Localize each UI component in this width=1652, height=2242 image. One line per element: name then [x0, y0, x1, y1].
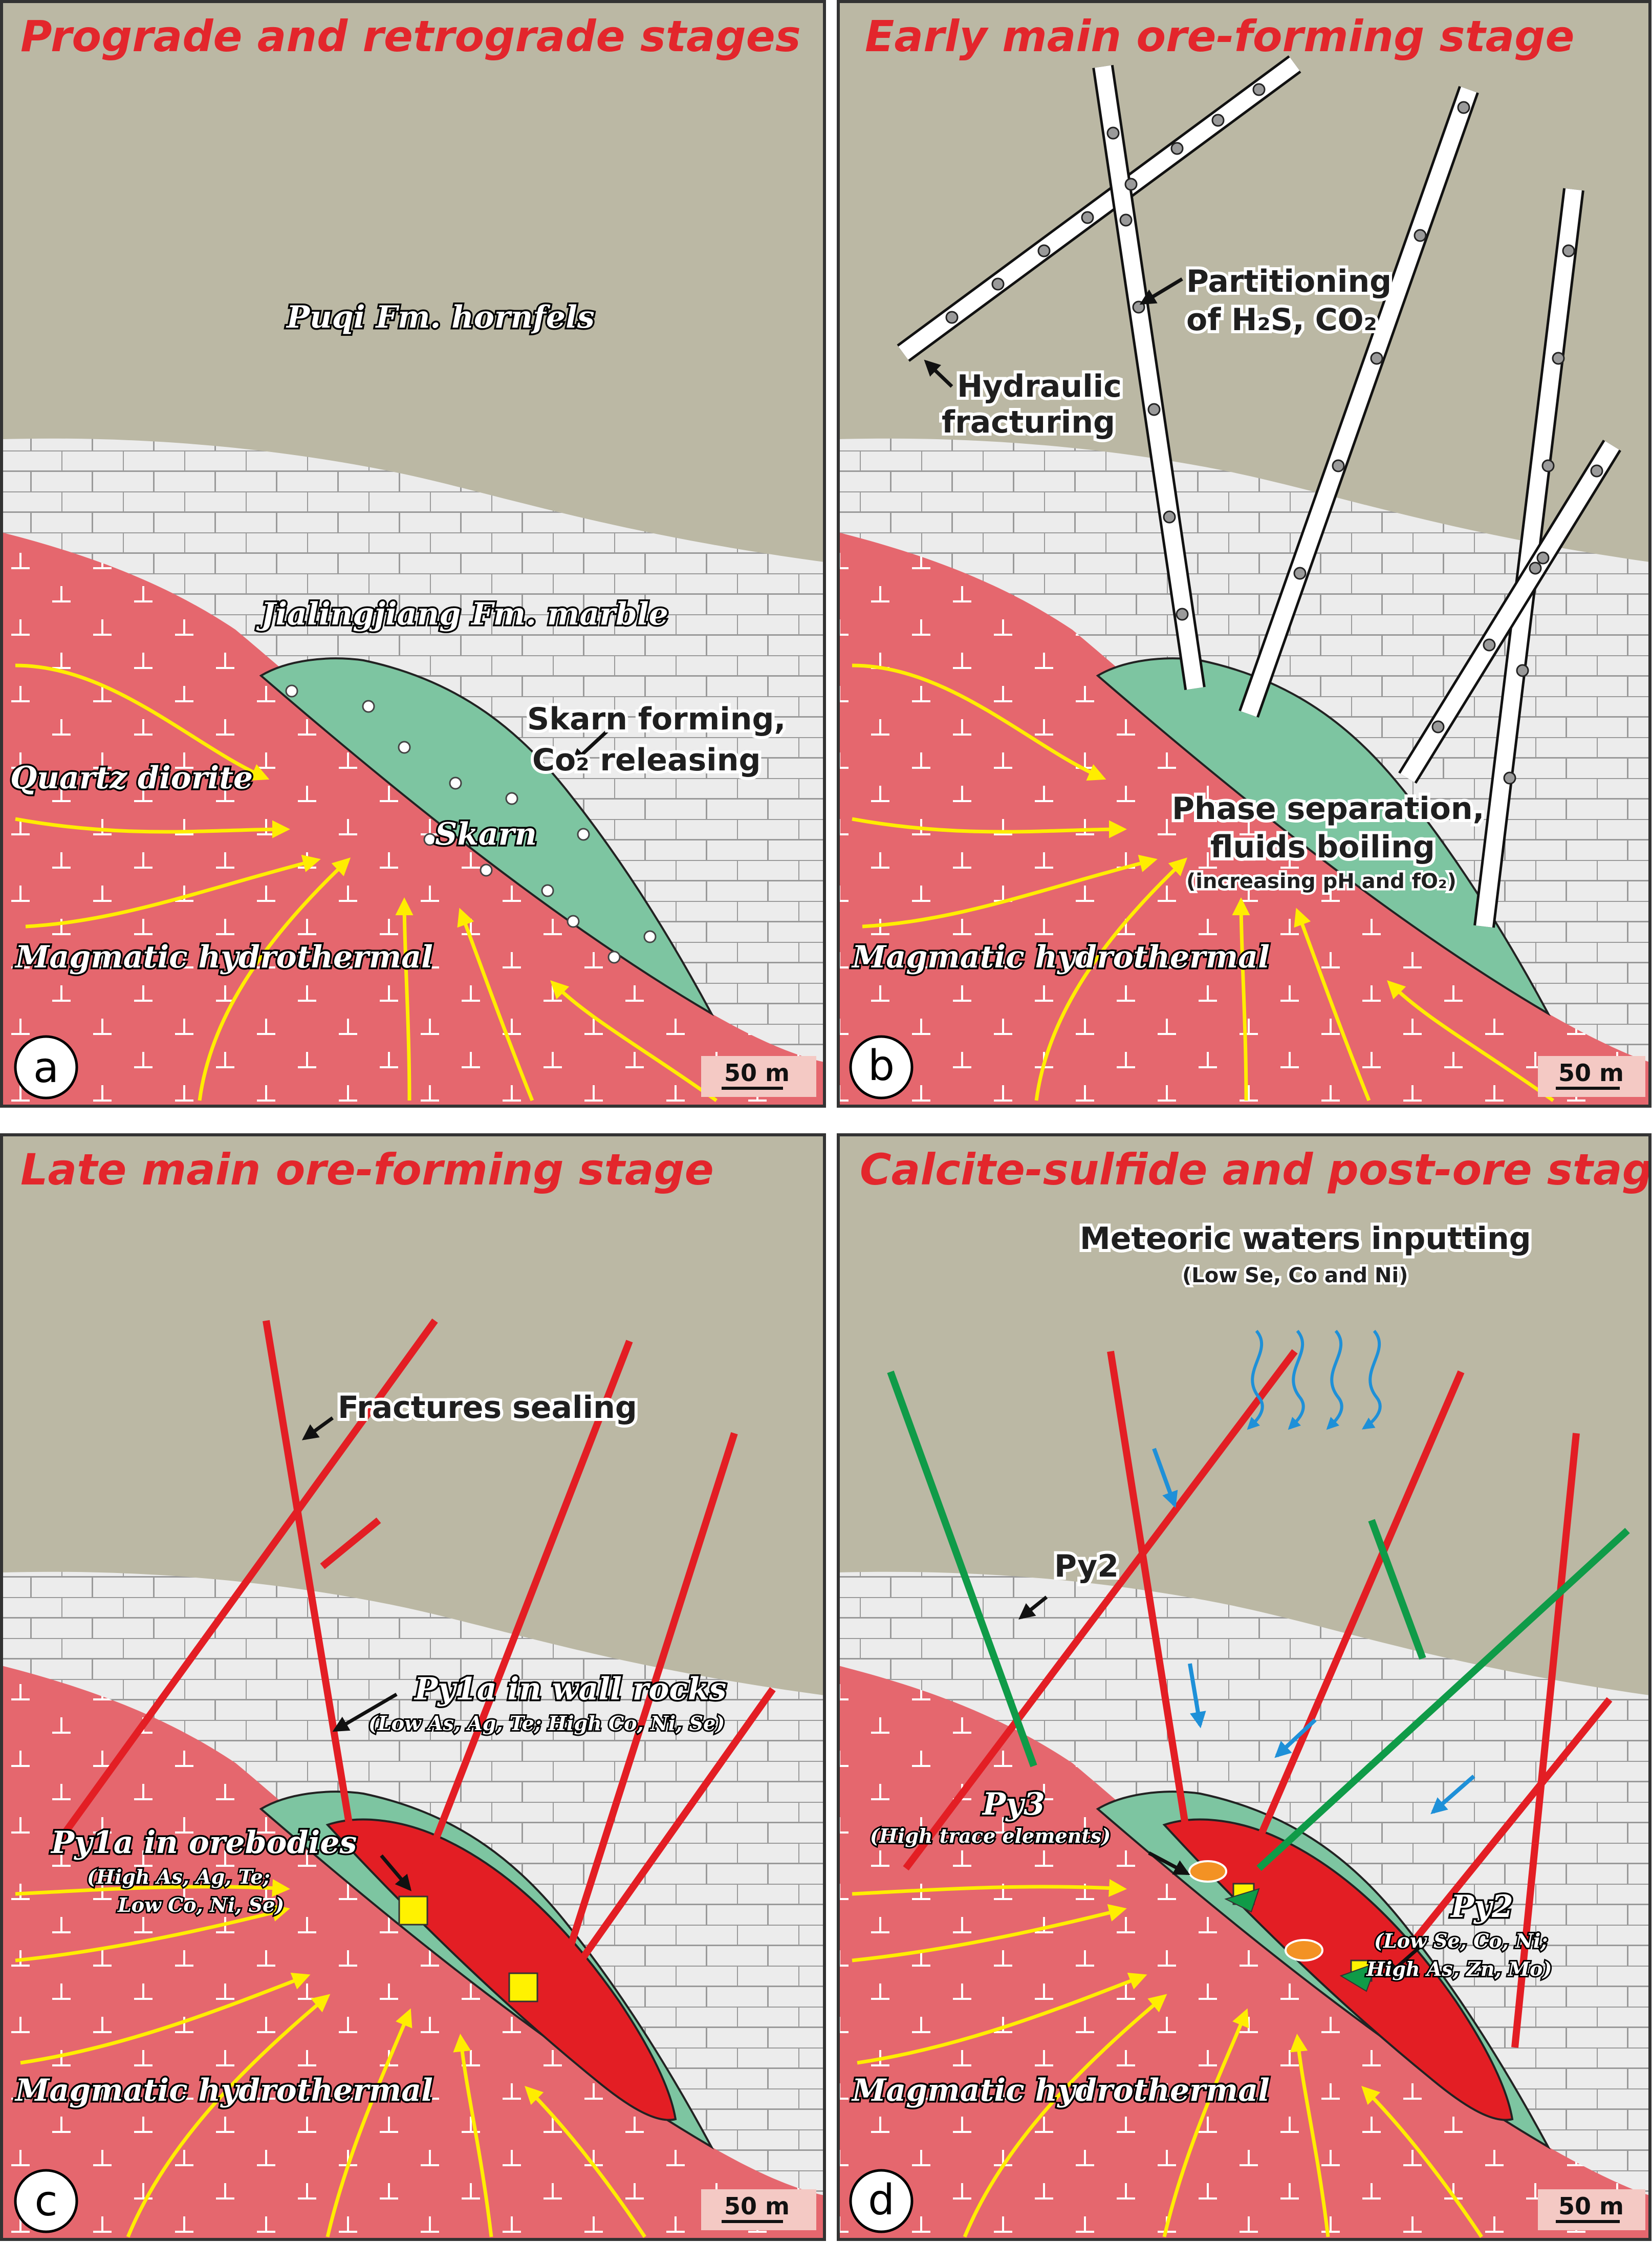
py3-arrow — [1148, 1851, 1190, 1875]
increasing-ph-label: (increasing pH and fO₂) — [1186, 870, 1457, 893]
py2-sub-label-2: High As, Zn, Mo) — [1366, 1957, 1552, 1980]
py1a-ore-label: Py1a in orebodies — [50, 1825, 357, 1861]
py1a-ore-arrow — [380, 1854, 412, 1891]
sealed-fracture-short — [320, 1517, 381, 1569]
diorite-body — [2, 532, 824, 1106]
scale-bar-label: 50 m — [724, 1059, 790, 1087]
panel-d-title: Calcite-sulfide and post-ore stages — [860, 1145, 1652, 1195]
py2-veins — [887, 1370, 1630, 1871]
py1a-ore-sub-label-2: Low Co, Ni, Se) — [117, 1893, 284, 1916]
h2s-co2-label: of H₂S, CO₂ — [1186, 302, 1377, 338]
py3-sub-label: (High trace elements) — [870, 1824, 1111, 1847]
diorite-label: Quartz diorite — [10, 760, 253, 796]
panel-b: Early main ore-forming stage Partitionin… — [838, 2, 1650, 1106]
sealed-fractures — [58, 1318, 776, 1989]
panel-a-frame — [0, 0, 826, 1108]
py3-label: Py3 — [982, 1786, 1045, 1822]
fluid-arrows — [15, 1879, 646, 2238]
py2-ore-arrow — [1384, 1938, 1429, 1978]
panel-letter-circle — [849, 1035, 914, 1100]
hydraulic-label: Hydraulic — [957, 369, 1122, 404]
scale-bar-box — [701, 1056, 816, 1097]
fluids-boiling-label: fluids boiling — [1210, 829, 1435, 865]
skarn-forming-label: Skarn forming, — [527, 701, 786, 737]
panel-letter: b — [868, 1042, 895, 1090]
scale-bar-box — [1538, 2189, 1645, 2230]
scale-bar-label: 50 m — [1558, 1059, 1624, 1087]
meteoric-label: Meteoric waters inputting — [1080, 1221, 1531, 1257]
skarn-label: Skarn — [435, 816, 537, 852]
py2-sub-label-1: (Low Se, Co, Ni; — [1374, 1929, 1548, 1952]
diorite-body — [838, 1666, 1650, 2239]
fluid-arrows — [852, 663, 1555, 1102]
py1a-wall-sub-label: (Low As, Ag, Te; High Co, Ni, Se) — [368, 1712, 725, 1735]
fluid-arrows — [852, 1879, 1483, 2238]
meteoric-wave-arrows — [1247, 1330, 1382, 1430]
fractures-arrow — [301, 1416, 334, 1440]
diorite-body — [838, 532, 1650, 1106]
hydraulic-arrow — [924, 359, 953, 388]
magmatic-label: Magmatic hydrothermal — [14, 939, 433, 975]
fracturing-label: fracturing — [942, 404, 1115, 440]
scale-bar-box — [1538, 1056, 1645, 1097]
panel-letter: c — [34, 2177, 57, 2226]
panel-letter: a — [33, 1044, 59, 1092]
panel-letter-circle — [14, 1035, 78, 1100]
partitioning-arrow — [1139, 277, 1183, 305]
panel-letter: d — [868, 2176, 895, 2225]
panel-letter-circle — [14, 2169, 78, 2233]
magmatic-label: Magmatic hydrothermal — [14, 2073, 433, 2108]
panel-letter-circle — [849, 2169, 914, 2233]
co2-releasing-label: Co₂ releasing — [532, 742, 760, 778]
marble-label: Jialingjiang Fm. marble — [256, 596, 668, 632]
py1a-wall-label: Py1a in wall rocks — [414, 1671, 726, 1707]
panel-d: Calcite-sulfide and post-ore stages Mete… — [838, 1135, 1652, 2239]
meteoric-sub-label: (Low Se, Co and Ni) — [1182, 1264, 1408, 1287]
panel-a-title: Prograde and retrograde stages — [20, 11, 801, 61]
co2-bubbles — [285, 684, 657, 964]
py1a-ore-sub-label-1: (High As, Ag, Te; — [87, 1865, 270, 1888]
panel-c: Late main ore-forming stage Fractures se… — [2, 1135, 824, 2239]
scale-bar-label: 50 m — [1558, 2192, 1624, 2220]
panel-b-title: Early main ore-forming stage — [865, 11, 1574, 61]
panel-a: Prograde and retrograde stages Puqi Fm. … — [2, 2, 824, 1106]
magmatic-label: Magmatic hydrothermal — [851, 2073, 1270, 2108]
py2-ore-label: Py2 — [1450, 1889, 1513, 1925]
pyrite-py1a — [398, 1895, 538, 2002]
fractures-label: Fractures sealing — [338, 1390, 637, 1426]
fluid-arrows — [15, 663, 718, 1102]
skarn-pointer-arrow — [571, 728, 611, 765]
panel-b-frame — [837, 0, 1651, 1108]
py1a-wall-arrow — [332, 1692, 398, 1732]
py2-vein-label: Py2 — [1054, 1548, 1119, 1584]
magmatic-label: Magmatic hydrothermal — [851, 939, 1270, 975]
panel-c-frame — [0, 1133, 826, 2241]
sealed-fractures — [903, 1349, 1613, 2048]
scale-bar-box — [701, 2189, 816, 2230]
fluid-inclusions — [945, 83, 1603, 785]
partitioning-label: Partitioning — [1186, 264, 1392, 299]
scale-bar-label: 50 m — [724, 2192, 790, 2220]
phase-separation-label: Phase separation, — [1172, 791, 1484, 827]
panel-c-title: Late main ore-forming stage — [20, 1145, 714, 1195]
pyrite-grains — [1224, 1883, 1378, 1992]
meteoric-downflow-arrows — [1152, 1448, 1475, 1815]
hornfels-label: Puqi Fm. hornfels — [286, 299, 595, 335]
skarn-body — [259, 657, 714, 1017]
py2-vein-arrow — [1018, 1596, 1048, 1620]
panel-d-frame — [837, 1133, 1651, 2241]
